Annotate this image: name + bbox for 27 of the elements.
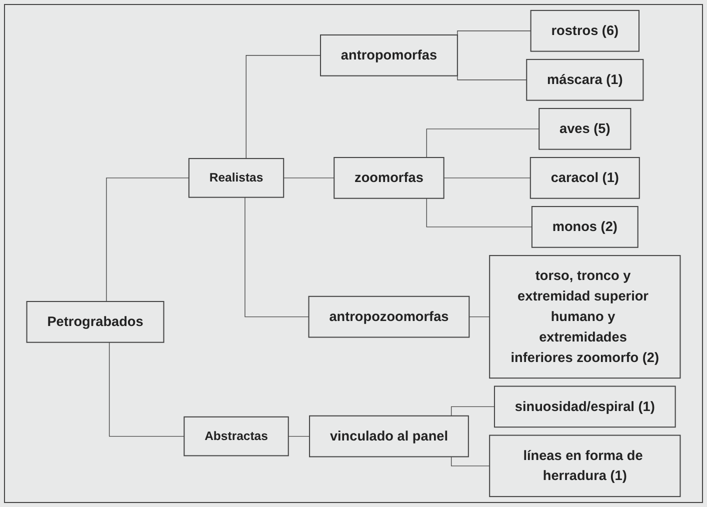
connector bbox=[108, 342, 184, 437]
node-box: rostros (6) bbox=[530, 10, 640, 52]
node-box: antropozoomorfas bbox=[308, 296, 470, 338]
node-box: líneas en forma de herradura (1) bbox=[489, 434, 681, 498]
node-box: torso, tronco y extremidad superior humano y extremidades inferiores zoomorfo (2) bbox=[489, 255, 681, 379]
connector bbox=[457, 30, 532, 38]
connector bbox=[244, 197, 310, 318]
node-box: antropomorfas bbox=[320, 34, 458, 76]
connector bbox=[246, 55, 321, 159]
node-box: vinculado al panel bbox=[309, 415, 469, 458]
connector bbox=[457, 74, 527, 80]
connector bbox=[426, 128, 540, 158]
connector bbox=[288, 436, 310, 437]
connector bbox=[450, 456, 490, 466]
node-box: zoomorfas bbox=[334, 157, 444, 199]
node-box: máscara (1) bbox=[526, 58, 644, 101]
node-box: monos (2) bbox=[531, 206, 638, 248]
node-box: sinuosidad/espiral (1) bbox=[494, 386, 676, 428]
node-box: Abstractas bbox=[184, 416, 289, 456]
connector bbox=[106, 178, 190, 302]
node-box: aves (5) bbox=[538, 108, 632, 150]
connector bbox=[450, 406, 495, 416]
connector bbox=[468, 316, 490, 318]
node-box: caracol (1) bbox=[530, 157, 640, 199]
node-box: Petrograbados bbox=[26, 301, 164, 343]
connector bbox=[426, 198, 532, 228]
node-box: Realistas bbox=[188, 158, 284, 198]
